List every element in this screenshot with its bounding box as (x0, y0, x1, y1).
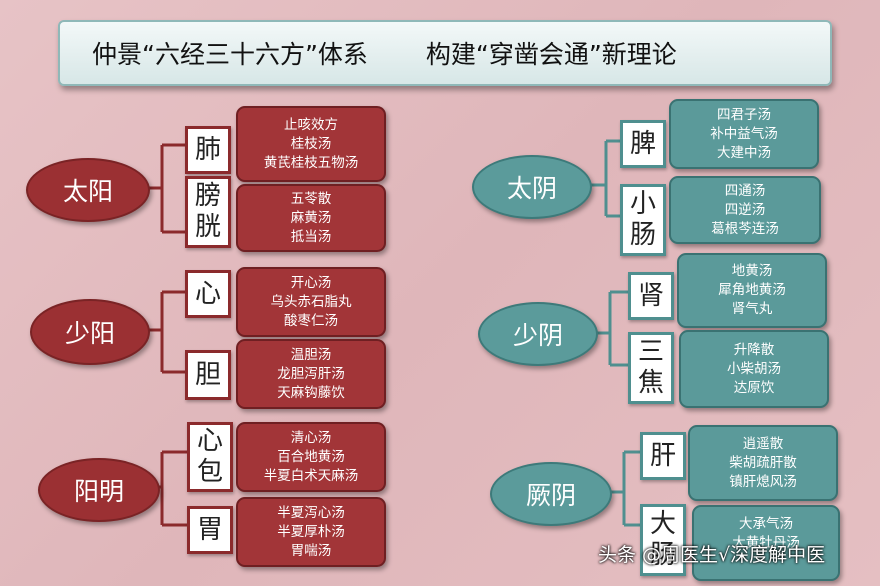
organ-liver: 肝 (640, 432, 686, 480)
organ-char: 膀 (194, 181, 221, 211)
formula-item: 补中益气汤 (710, 125, 778, 142)
organ-char: 三 (637, 337, 664, 367)
formula-item: 半夏白术天麻汤 (263, 467, 359, 484)
formula-box: 升降散 小柴胡汤 达原饮 (679, 330, 829, 408)
formula-item: 龙胆泻肝汤 (277, 365, 345, 382)
organ-char: 肠 (649, 540, 676, 570)
organ-kidney: 肾 (628, 272, 674, 320)
organ-lung: 肺 (185, 126, 231, 174)
formula-box: 清心汤 百合地黄汤 半夏白术天麻汤 (236, 422, 386, 492)
channel-label: 太阳 (62, 177, 113, 206)
organ-spleen: 脾 (620, 120, 666, 168)
organ-char: 焦 (637, 368, 664, 398)
channel-shaoyang: 少阳 (30, 299, 150, 365)
organ-small-intestine: 小 肠 (620, 184, 666, 256)
organ-char: 心 (194, 278, 221, 309)
organ-pericardium: 心 包 (187, 422, 233, 492)
formula-item: 百合地黄汤 (277, 448, 345, 465)
formula-item: 四君子汤 (717, 106, 771, 123)
formula-item: 桂枝汤 (290, 135, 332, 152)
formula-item: 止咳效方 (284, 116, 338, 133)
formula-box: 逍遥散 柴胡疏肝散 镇肝熄风汤 (688, 425, 838, 501)
formula-box: 开心汤 乌头赤石脂丸 酸枣仁汤 (236, 267, 386, 337)
channel-taiyang: 太阳 (26, 158, 150, 222)
organ-triple-burner: 三 焦 (628, 332, 674, 404)
organ-char: 肝 (649, 440, 676, 471)
formula-item: 小柴胡汤 (727, 360, 781, 377)
formula-item: 乌头赤石脂丸 (270, 293, 352, 310)
title-left: 仲景“六经三十六方”体系 (92, 40, 368, 69)
organ-char: 肾 (637, 280, 664, 311)
formula-item: 大建中汤 (717, 144, 771, 161)
formula-box: 地黄汤 犀角地黄汤 肾气丸 (677, 253, 827, 328)
channel-label: 少阴 (512, 321, 563, 350)
channel-yangming: 阳明 (38, 458, 160, 522)
formula-item: 逍遥散 (742, 435, 784, 452)
formula-item: 肾气丸 (731, 301, 773, 317)
formula-item: 半夏厚朴汤 (277, 523, 345, 540)
formula-item: 胃喘汤 (290, 542, 332, 559)
organ-char: 大 (649, 509, 676, 539)
formula-item: 天麻钩藤饮 (277, 384, 345, 401)
organ-char: 胱 (194, 212, 221, 242)
formula-item: 大黄牡丹汤 (732, 535, 800, 551)
formula-item: 温胆汤 (290, 346, 332, 363)
formula-item: 犀角地黄汤 (718, 282, 786, 298)
channel-label: 太阴 (506, 174, 557, 203)
formula-item: 大承气汤 (739, 516, 793, 532)
organ-char: 肠 (629, 220, 656, 250)
formula-box: 止咳效方 桂枝汤 黄芪桂枝五物汤 (236, 106, 386, 182)
formula-item: 柴胡疏肝散 (729, 454, 797, 471)
channel-shaoyin: 少阴 (478, 302, 598, 366)
organ-char: 肺 (194, 134, 221, 165)
formula-box: 四君子汤 补中益气汤 大建中汤 (669, 99, 819, 169)
formula-item: 葛根芩连汤 (711, 220, 779, 237)
organ-large-intestine: 大 肠 (640, 504, 686, 576)
formula-item: 四逆汤 (724, 201, 766, 218)
title-right: 构建“穿凿会通”新理论 (425, 40, 677, 69)
formula-item: 地黄汤 (731, 263, 773, 279)
formula-box: 温胆汤 龙胆泻肝汤 天麻钩藤饮 (236, 339, 386, 409)
channel-label: 少阳 (64, 319, 115, 348)
formula-item: 升降散 (733, 341, 775, 358)
organ-char: 脾 (629, 128, 656, 159)
watermark: 头条 @周医生√深度解中医 (598, 544, 826, 566)
formula-item: 清心汤 (290, 429, 332, 446)
formula-item: 四通汤 (724, 182, 766, 199)
formula-box: 四通汤 四逆汤 葛根芩连汤 (669, 176, 821, 244)
organ-gallbladder: 胆 (185, 350, 231, 400)
organ-char: 包 (196, 457, 223, 487)
formula-box: 半夏泻心汤 半夏厚朴汤 胃喘汤 (236, 497, 386, 567)
formula-item: 酸枣仁汤 (284, 312, 338, 329)
formula-item: 镇肝熄风汤 (729, 473, 797, 490)
title-banner: 仲景“六经三十六方”体系 构建“穿凿会通”新理论 (58, 20, 832, 86)
formula-item: 抵当汤 (290, 228, 332, 245)
formula-item: 黄芪桂枝五物汤 (263, 154, 359, 171)
channel-label: 厥阴 (525, 481, 576, 510)
formula-box: 大承气汤 大黄牡丹汤 (692, 505, 840, 581)
organ-stomach: 胃 (187, 506, 233, 554)
organ-char: 胃 (196, 514, 223, 545)
organ-char: 心 (196, 426, 223, 456)
formula-item: 达原饮 (733, 379, 775, 396)
formula-box: 五苓散 麻黄汤 抵当汤 (236, 184, 386, 252)
organ-heart: 心 (185, 270, 231, 318)
channel-label: 阳明 (73, 477, 124, 506)
formula-item: 五苓散 (290, 190, 332, 207)
organ-char: 胆 (194, 359, 221, 390)
formula-item: 开心汤 (290, 274, 332, 291)
organ-bladder: 膀 胱 (185, 176, 231, 248)
channel-taiyin: 太阴 (472, 155, 592, 219)
formula-item: 半夏泻心汤 (277, 504, 345, 521)
organ-char: 小 (629, 189, 656, 219)
channel-jueyin: 厥阴 (490, 462, 612, 526)
formula-item: 麻黄汤 (290, 209, 332, 226)
